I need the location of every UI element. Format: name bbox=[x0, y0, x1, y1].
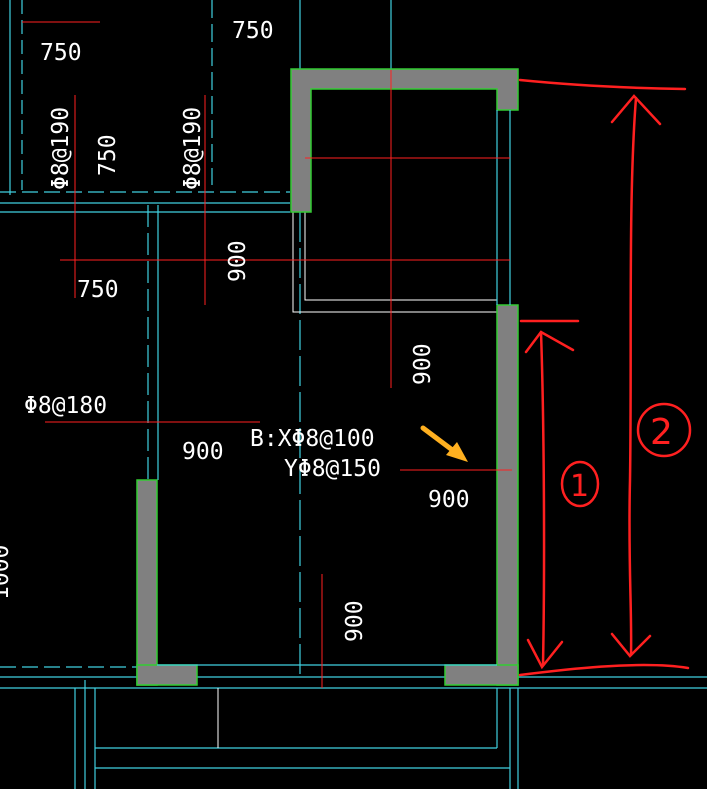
annotation-dim-1-bottom-arrow bbox=[526, 638, 564, 670]
drawing-labels: 750 750 Φ8@190 750 Φ8@190 900 750 Φ8@180… bbox=[0, 18, 470, 642]
dim-label: 750 bbox=[77, 277, 119, 303]
annotation-bottom-extension bbox=[518, 663, 690, 677]
dim-label: 750 bbox=[95, 134, 121, 176]
hand-annotations bbox=[518, 78, 692, 677]
inner-room-outline bbox=[217, 212, 497, 748]
left-wall bbox=[136, 479, 158, 686]
dim-label: 900 bbox=[410, 343, 436, 385]
annotation-dim-1-top-arrow bbox=[524, 330, 575, 354]
upper-wall bbox=[290, 68, 519, 213]
annotation-dim-2-top-arrow bbox=[610, 94, 662, 126]
bottom-left-wall bbox=[136, 664, 198, 686]
dim-label: 900 bbox=[182, 439, 224, 465]
annotation-top-extension bbox=[518, 78, 687, 91]
annotation-dim-2-bottom-arrow bbox=[610, 632, 652, 658]
slab-rebar-x-label: B:XΦ8@100 bbox=[250, 426, 375, 452]
dim-label: 900 bbox=[225, 240, 251, 282]
red-dimension-lines bbox=[22, 21, 512, 688]
dim-label-partial: 1000 bbox=[0, 545, 14, 600]
hand-annotation-numbers: 1 2 bbox=[570, 412, 673, 504]
annotation-number-2: 2 bbox=[650, 412, 673, 453]
bottom-right-wall bbox=[444, 664, 519, 686]
dim-label: 750 bbox=[232, 18, 274, 44]
shear-walls bbox=[136, 68, 519, 686]
rebar-label: Φ8@190 bbox=[180, 107, 206, 190]
rebar-label: Φ8@180 bbox=[24, 393, 107, 419]
rebar-label: Φ8@190 bbox=[48, 107, 74, 190]
right-wall bbox=[496, 304, 519, 686]
annotation-dim-2-line bbox=[628, 96, 638, 657]
annotation-number-1: 1 bbox=[570, 469, 589, 504]
annotation-dim-1-line bbox=[539, 330, 546, 667]
dim-label: 900 bbox=[428, 487, 470, 513]
room-edge-lines bbox=[157, 110, 511, 666]
pointer-arrow-icon bbox=[420, 425, 468, 462]
annotation-circle-2 bbox=[636, 402, 692, 458]
annotation-circle-1 bbox=[560, 460, 600, 508]
dim-label: 750 bbox=[40, 40, 82, 66]
slab-rebar-y-label: YΦ8@150 bbox=[284, 456, 381, 482]
dim-label: 900 bbox=[342, 600, 368, 642]
